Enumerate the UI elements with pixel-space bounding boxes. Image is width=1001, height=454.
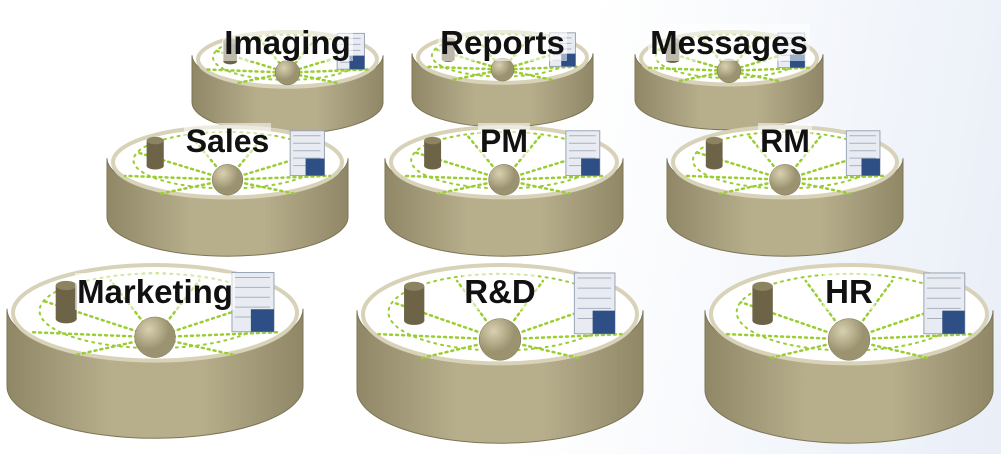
rm-link-2 <box>683 174 787 182</box>
imaging-link-2 <box>205 68 289 74</box>
pm-sphere <box>488 164 520 196</box>
marketing-cylinder-top <box>55 280 77 291</box>
rnd-sphere <box>478 318 522 361</box>
pm-cylinder-body <box>424 140 442 166</box>
marketing-document-blue-pane <box>250 309 274 332</box>
pm-cylinder-base <box>424 162 442 170</box>
pm-link-3 <box>502 174 607 182</box>
silo-rnd-label: R&D <box>462 273 538 310</box>
marketing-sphere <box>134 316 176 358</box>
rm-cylinder-base <box>705 162 723 170</box>
imaging-link-3 <box>286 68 370 74</box>
marketing-link-2 <box>27 330 157 339</box>
silo-reports-label: Reports <box>438 24 567 61</box>
rm-sphere <box>769 164 801 196</box>
silo-sales: Sales <box>105 117 350 257</box>
hr-floor <box>709 263 989 366</box>
sales-sphere <box>211 164 244 196</box>
silo-rm-label: RM <box>758 123 812 159</box>
reports-link-2 <box>424 65 504 71</box>
pm-cylinder-top <box>424 136 442 145</box>
rnd-document-blue-pane <box>592 310 615 334</box>
rm-cylinder-body <box>705 140 723 166</box>
sales-cylinder-top <box>146 136 164 145</box>
silo-marketing-label: Marketing <box>75 273 235 310</box>
rnd-floor <box>361 263 639 366</box>
silo-pm-ring <box>384 125 624 257</box>
messages-link-2 <box>647 66 731 73</box>
sales-link-2 <box>123 174 229 182</box>
messages-link-3 <box>727 66 811 73</box>
hr-document-blue-pane <box>942 310 965 334</box>
sales-link-3 <box>226 174 332 182</box>
sales-cylinder-base <box>146 161 164 170</box>
rm-cylinder-top <box>705 136 723 145</box>
silo-rnd-ring <box>356 263 644 444</box>
rm-document-blue-pane <box>861 158 880 176</box>
silo-rm: RM <box>665 117 905 257</box>
reports-sphere <box>490 57 515 82</box>
hr-cylinder-top <box>752 281 773 291</box>
imaging-document-blue-pane <box>349 55 365 70</box>
silo-imaging-label: Imaging <box>222 24 353 61</box>
pm-link-2 <box>401 174 506 182</box>
marketing-cylinder-base <box>55 314 77 324</box>
marketing-cylinder-body <box>55 285 77 319</box>
marketing-link-3 <box>153 330 283 339</box>
hr-cylinder-base <box>752 315 773 325</box>
silo-messages-label: Messages <box>648 24 810 61</box>
silo-reports: Reports <box>410 22 595 128</box>
silo-hr-ring <box>704 263 994 444</box>
silo-imaging: Imaging <box>190 22 385 135</box>
rnd-cylinder-top <box>404 281 425 291</box>
silo-pm: PM <box>383 117 625 257</box>
hr-sphere <box>827 318 871 361</box>
silo-pm-label: PM <box>478 123 530 159</box>
reports-link-3 <box>501 65 581 71</box>
rnd-cylinder-base <box>404 315 425 325</box>
messages-sphere <box>716 58 742 84</box>
silo-sales-label: Sales <box>183 123 272 159</box>
pm-document-blue-pane <box>581 158 600 176</box>
silo-hr: HR <box>703 255 995 445</box>
silo-hr-label: HR <box>823 273 875 310</box>
silo-marketing: Marketing <box>5 255 305 440</box>
silo-rnd: R&D <box>355 255 645 445</box>
hr-cylinder-body <box>752 286 773 321</box>
sales-cylinder-body <box>146 140 164 166</box>
rnd-cylinder-body <box>404 286 425 321</box>
rm-link-3 <box>783 174 887 182</box>
sales-document-blue-pane <box>305 158 325 176</box>
silo-messages: Messages <box>633 22 825 131</box>
silo-sales-ring <box>106 125 349 257</box>
imaging-sphere <box>274 60 301 86</box>
